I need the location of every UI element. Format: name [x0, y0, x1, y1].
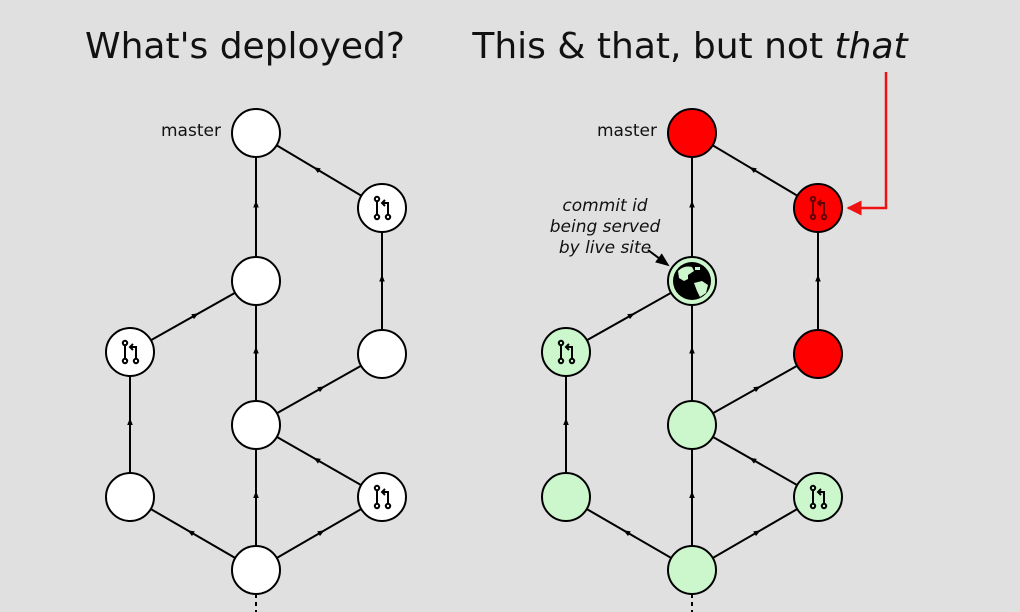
pull-request-icon [373, 195, 392, 221]
live-site-annotation: commit id being served by live site [540, 196, 670, 259]
right-title-main: This & that, but not [472, 26, 835, 67]
pull-request-icon [373, 484, 392, 510]
commit-node-right_mid[interactable] [793, 329, 843, 379]
left-master-label: master [161, 121, 221, 141]
commit-node-master[interactable] [231, 108, 281, 158]
right-graph [541, 108, 843, 612]
commit-node-mid[interactable] [667, 256, 717, 306]
right-title-emphasis: that [834, 26, 908, 67]
commit-node-pr_bottom[interactable] [357, 472, 407, 522]
commit-node-master[interactable] [667, 108, 717, 158]
annotation-line: being served [549, 217, 661, 237]
globe-icon [673, 262, 711, 300]
commit-node-pr_top[interactable] [793, 183, 843, 233]
commit-node-mid[interactable] [231, 256, 281, 306]
pull-request-icon [557, 339, 576, 365]
commit-node-left_low[interactable] [541, 472, 591, 522]
pull-request-icon [121, 339, 140, 365]
annotation-line: commit id [562, 196, 648, 216]
pull-request-icon [809, 195, 828, 221]
commit-node-root[interactable] [667, 545, 717, 595]
left-title: What's deployed? [85, 26, 405, 67]
right-master-label: master [597, 121, 657, 141]
annotation-line: by live site [558, 238, 652, 258]
left-graph [105, 108, 407, 612]
commit-node-pr_left[interactable] [541, 327, 591, 377]
commit-node-right_mid[interactable] [357, 329, 407, 379]
pull-request-icon [809, 484, 828, 510]
commit-node-pr_left[interactable] [105, 327, 155, 377]
annotation-pointer [647, 249, 670, 267]
commit-node-left_low[interactable] [105, 472, 155, 522]
commit-node-pr_bottom[interactable] [793, 472, 843, 522]
right-title: This & that, but not that [472, 26, 907, 67]
callout-arrow [846, 72, 888, 216]
commit-node-center[interactable] [667, 400, 717, 450]
commit-node-pr_top[interactable] [357, 183, 407, 233]
commit-node-root[interactable] [231, 545, 281, 595]
commit-node-center[interactable] [231, 400, 281, 450]
